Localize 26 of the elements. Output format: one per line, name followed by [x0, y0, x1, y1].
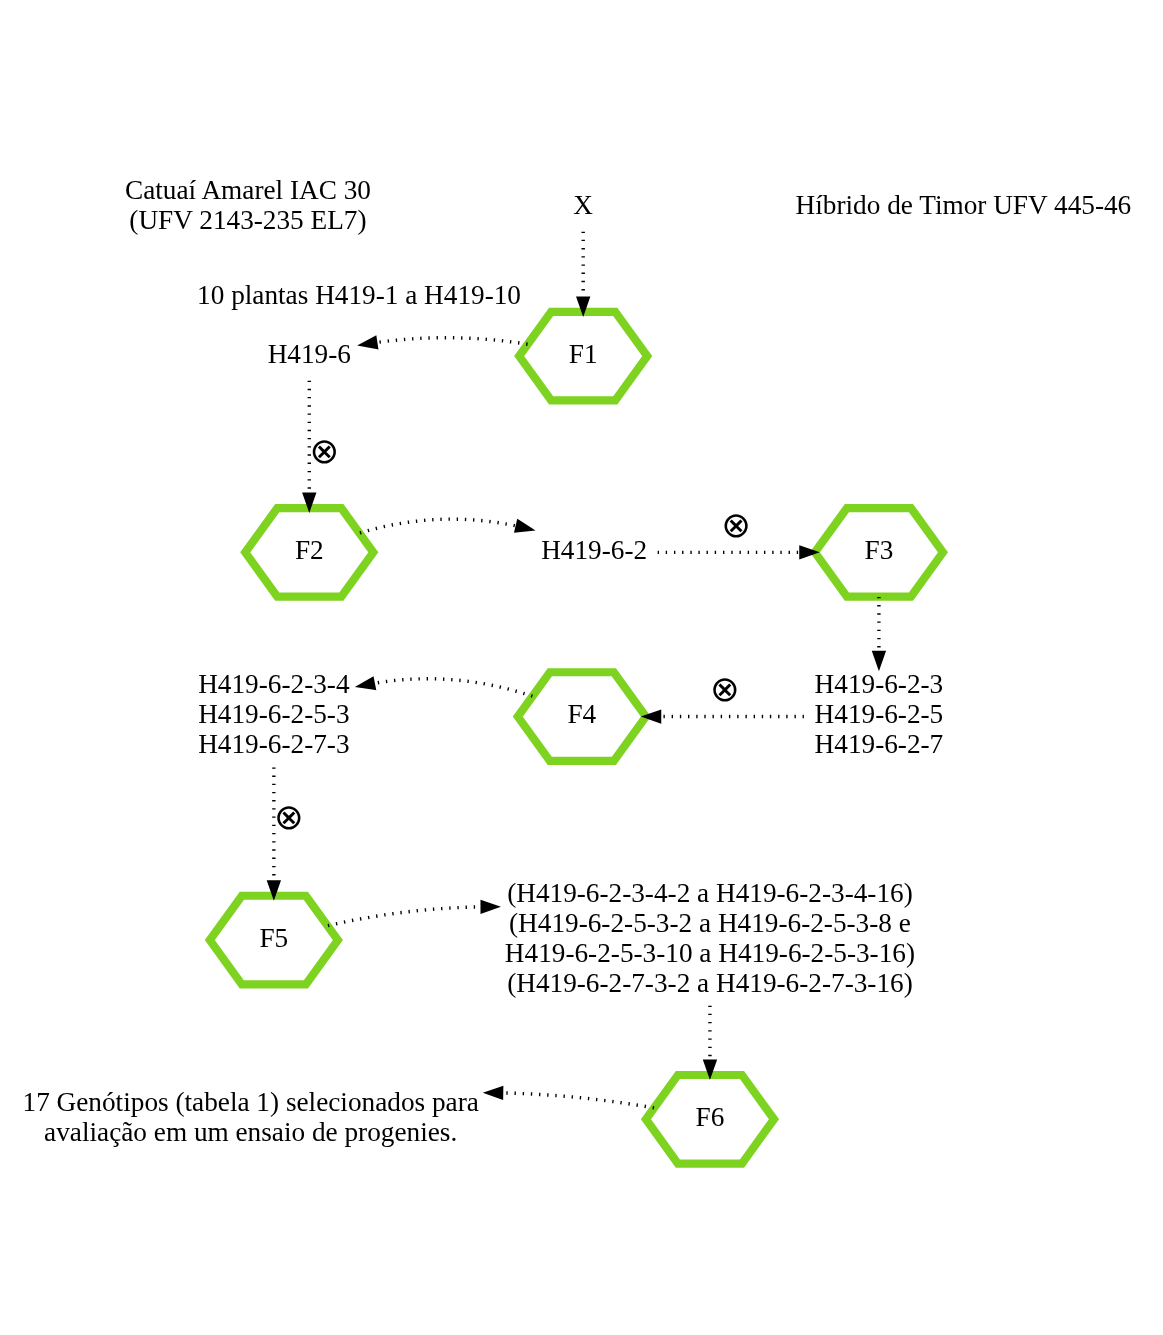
arrow: [482, 1085, 655, 1110]
arrow: [871, 597, 887, 672]
arrow: [359, 517, 536, 535]
arrow: [576, 231, 591, 317]
arrow: [266, 767, 282, 901]
node-text: Catuaí Amarel IAC 30 (UFV 2143-235 EL7): [124, 174, 371, 235]
node-text: H419-6-2: [541, 535, 648, 566]
node-text: X: [573, 189, 594, 220]
arrow: [327, 899, 501, 928]
arrow: [657, 545, 820, 560]
node-text: H419-6-2-3 H419-6-2-5 H419-6-2-7: [814, 669, 944, 760]
node-label: 10 plantas H419-1 a H419-10: [197, 279, 521, 310]
arrow: [640, 709, 804, 724]
node-text: Híbrido de Timor UFV 445-46: [795, 189, 1132, 220]
arrow: [302, 380, 317, 513]
arrow: [357, 335, 528, 350]
edge-label: ⊗: [721, 504, 752, 546]
node-text: 17 Genótipos (tabela 1) selecionados para avaliação em um ensaio de progenies.: [22, 1087, 479, 1148]
node-text: H419-6-2-3-4 H419-6-2-5-3 H419-6-2-7-3: [198, 669, 350, 760]
node-text: (H419-6-2-3-4-2 a H419-6-2-3-4-16) (H419-6-2-5-3-2 a H419-6-2-5-3-8 e H419-6-2-5-3-10 a H419-6-2-5-3-16) (H419-6-2-7-3-2 a H419-6-2-7-3-16): [504, 877, 916, 998]
edge-label: ⊗: [309, 429, 340, 471]
edge-label: ⊗: [710, 668, 740, 710]
edge-label: ⊗: [274, 796, 304, 838]
arrow: [354, 676, 533, 698]
arrow: [702, 1005, 718, 1081]
node-text: H419-6: [267, 338, 351, 369]
